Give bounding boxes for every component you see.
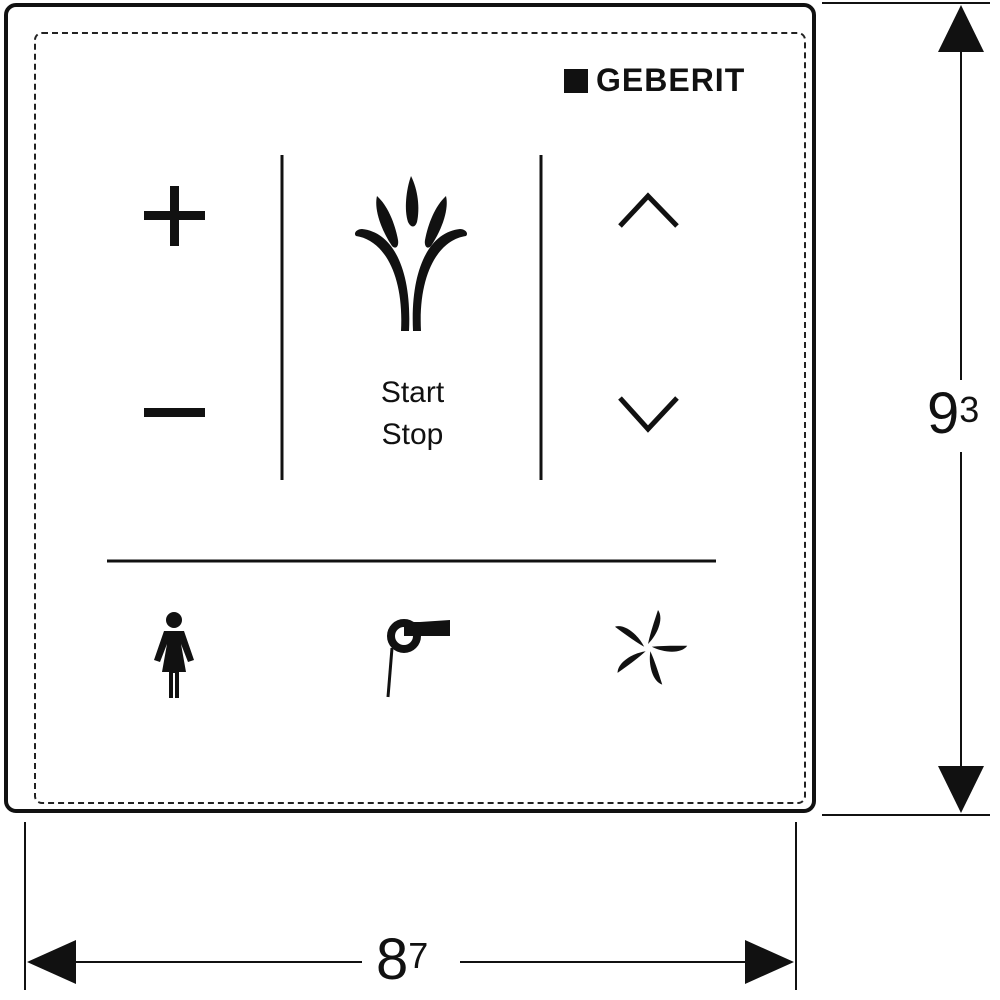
dryer-icon <box>386 619 450 698</box>
arrow-left-icon <box>27 940 76 984</box>
spray-icon <box>354 176 468 331</box>
height-dimension-label: 93 <box>925 381 982 446</box>
minus-button[interactable] <box>144 408 205 417</box>
lady-shower-icon <box>154 612 194 698</box>
width-value: 8 <box>376 927 409 992</box>
minus-icon <box>144 408 205 417</box>
arrow-up-icon <box>938 5 984 52</box>
height-dimension <box>822 2 990 816</box>
panel-inner-outline <box>34 32 806 804</box>
stop-label: Stop <box>381 418 444 451</box>
width-superscript: 7 <box>408 935 429 976</box>
start-stop-button[interactable] <box>354 176 468 331</box>
fan-icon <box>614 610 688 685</box>
up-button[interactable] <box>618 192 679 228</box>
lady-shower-button[interactable] <box>154 612 194 698</box>
height-value: 9 <box>927 381 960 446</box>
brand-logo: GEBERIT <box>564 62 745 99</box>
dryer-button[interactable] <box>386 619 450 698</box>
control-panel <box>4 3 816 813</box>
plus-button[interactable] <box>144 186 205 246</box>
chevron-up-icon <box>618 192 679 228</box>
start-label: Start <box>380 376 445 409</box>
down-button[interactable] <box>618 396 679 433</box>
arrow-right-icon <box>745 940 794 984</box>
arrow-down-icon <box>938 766 984 813</box>
fan-button[interactable] <box>612 610 688 686</box>
chevron-down-icon <box>618 396 679 433</box>
logo-square <box>564 68 588 93</box>
height-superscript: 3 <box>959 389 980 430</box>
brand-name: GEBERIT <box>596 62 746 98</box>
width-dimension-label: 87 <box>372 927 433 992</box>
plus-icon <box>144 186 205 246</box>
start-stop-label: Start Stop <box>330 372 495 456</box>
width-dimension <box>24 822 797 990</box>
